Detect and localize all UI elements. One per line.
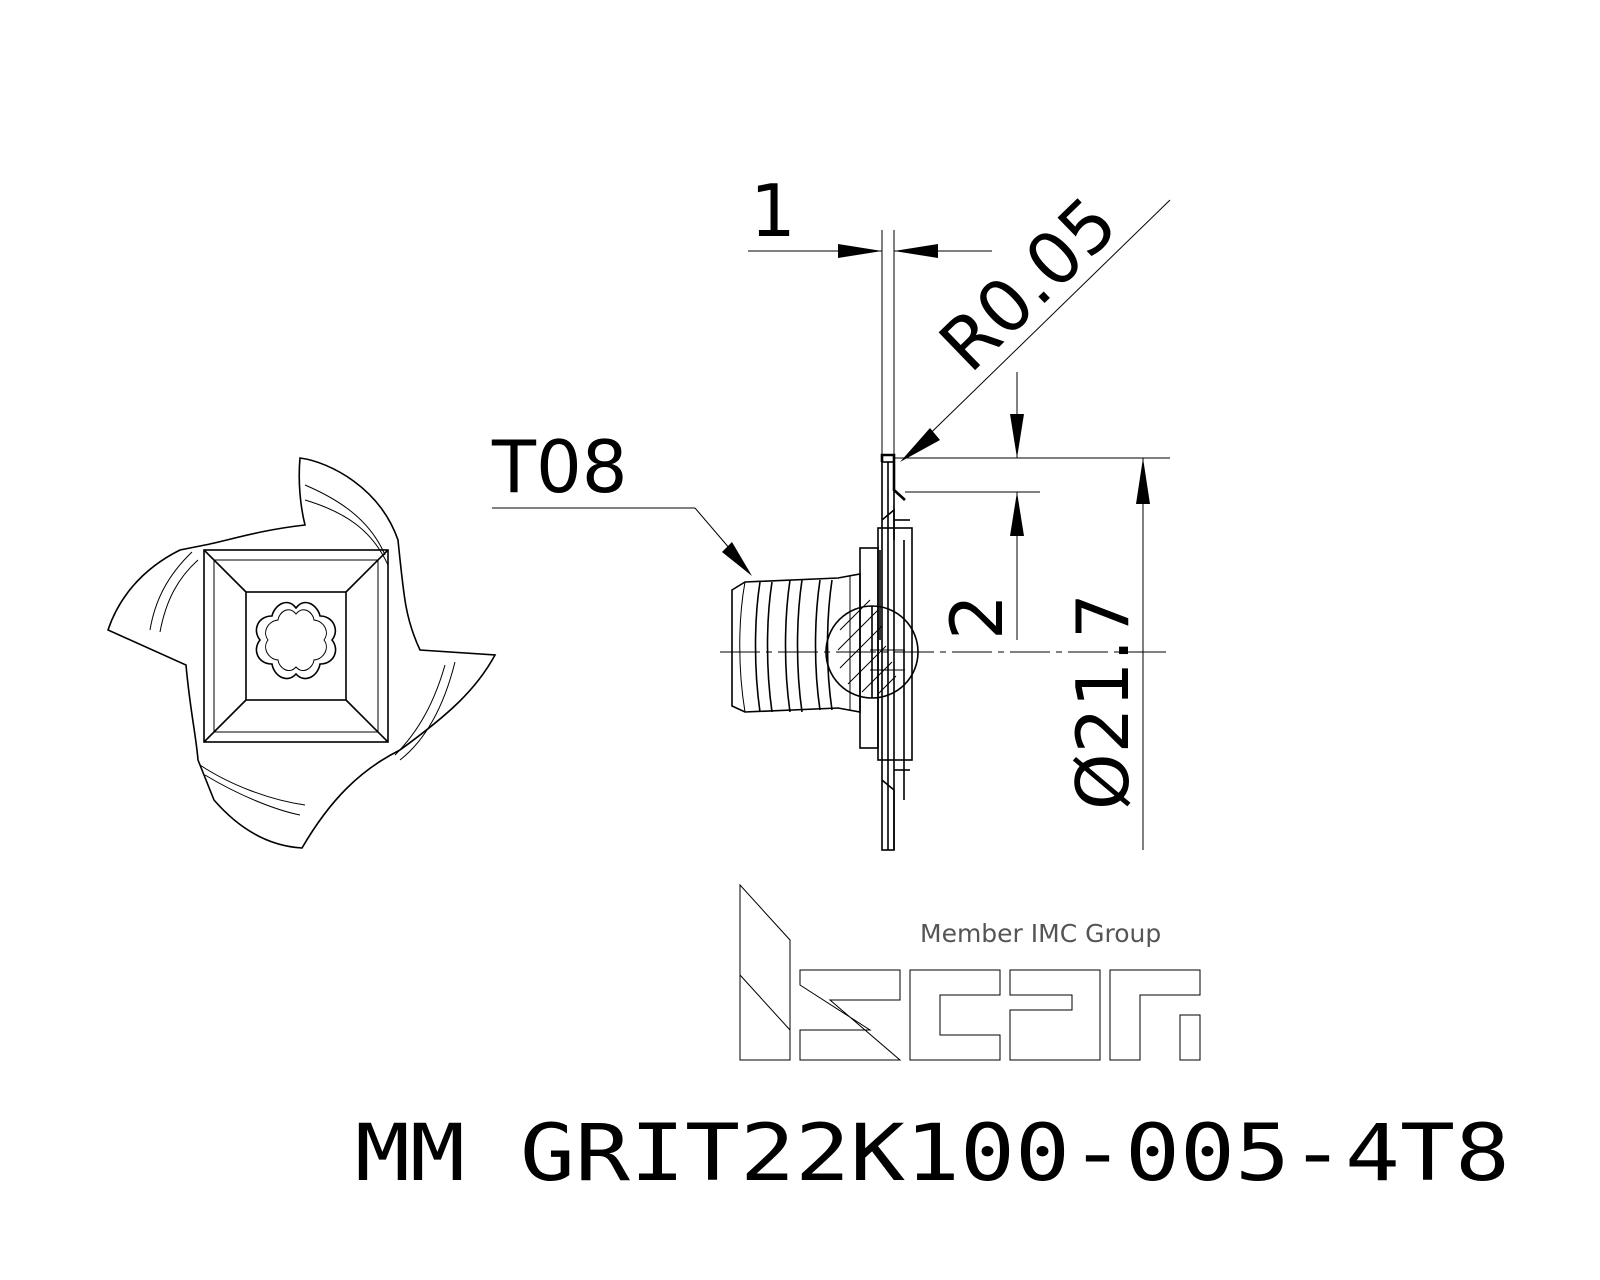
cutter-outline — [107, 457, 497, 849]
thread-grooves — [739, 576, 851, 713]
radius-dimension-label: R0.05 — [923, 181, 1133, 388]
flute-edge — [394, 664, 446, 756]
hub-flange — [859, 547, 879, 749]
square-recess-inner — [245, 591, 347, 701]
key-size-label: T08 — [491, 425, 628, 509]
logo-tagline: Member IMC Group — [920, 919, 1161, 948]
flute-edge — [304, 499, 389, 566]
threaded-shank — [731, 573, 861, 713]
flute-edge — [159, 559, 199, 633]
front-view — [107, 457, 497, 849]
square-recess-outer — [203, 549, 389, 743]
flute-edge — [149, 551, 193, 631]
iscar-logo-icon — [739, 883, 1201, 1061]
flute-edge — [204, 774, 301, 816]
height-dimension-label: 2 — [935, 594, 1019, 640]
flute-edge — [399, 661, 456, 761]
width-dimension-label: 1 — [750, 169, 796, 253]
dimensions: 1 R0.05 2 Ø21.7 T08 — [491, 169, 1171, 850]
part-number: MM GRIT22K100-005-4T8 — [355, 1109, 1510, 1199]
flute-edge — [199, 764, 306, 806]
diameter-dimension-label: Ø21.7 — [1061, 593, 1145, 810]
brand-logo: Member IMC Group — [739, 883, 1201, 1061]
torx-socket-icon — [255, 601, 337, 680]
flute-edge — [304, 484, 386, 556]
